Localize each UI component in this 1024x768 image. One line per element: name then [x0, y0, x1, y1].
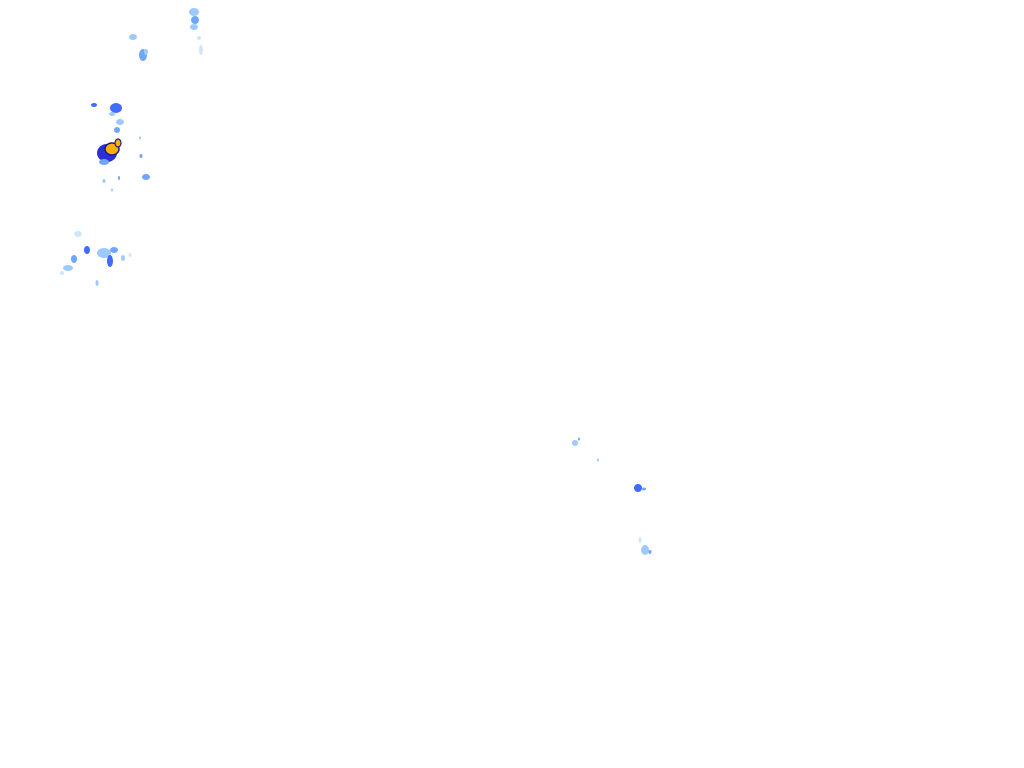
echo-cell	[642, 487, 646, 491]
echo-cluster-north	[129, 8, 203, 61]
echo-cell	[197, 36, 201, 40]
echo-cell	[189, 8, 199, 16]
echo-cell	[111, 188, 113, 192]
echo-cell	[60, 271, 64, 275]
echo-cell	[142, 174, 150, 180]
echo-cell	[129, 34, 137, 40]
echo-cell	[71, 255, 77, 263]
echo-cell	[634, 484, 642, 492]
echo-cell	[84, 246, 90, 254]
echo-core	[114, 138, 122, 148]
echo-cell	[63, 265, 73, 271]
echo-cell	[139, 154, 143, 158]
echo-cluster-southeast	[572, 437, 652, 555]
echo-cell	[638, 537, 642, 543]
echo-cluster-main	[91, 103, 150, 192]
echo-cell	[648, 550, 652, 554]
echo-cell	[128, 253, 132, 257]
echo-cell	[597, 458, 599, 462]
echo-cell	[121, 255, 125, 261]
echo-cell	[572, 440, 578, 446]
echo-cell	[107, 255, 113, 267]
echo-cell	[99, 159, 109, 165]
echo-cell	[109, 112, 115, 116]
echo-cell	[97, 248, 111, 258]
echo-cell	[110, 247, 118, 253]
echo-cell	[110, 103, 122, 113]
echo-cluster-southwest	[60, 231, 132, 286]
echo-cell	[578, 437, 580, 441]
echo-cell	[116, 119, 124, 125]
echo-cell	[102, 179, 106, 183]
echo-cell	[114, 127, 120, 133]
echo-cell	[199, 45, 203, 55]
echo-cell	[118, 176, 120, 180]
echo-cell	[95, 280, 99, 286]
echo-cell	[144, 49, 148, 55]
echo-cell	[139, 136, 141, 140]
echo-cell	[641, 545, 649, 555]
echo-cell	[190, 24, 198, 30]
echo-cell	[191, 16, 199, 24]
echo-cell	[74, 231, 82, 237]
echo-cell	[91, 103, 97, 107]
